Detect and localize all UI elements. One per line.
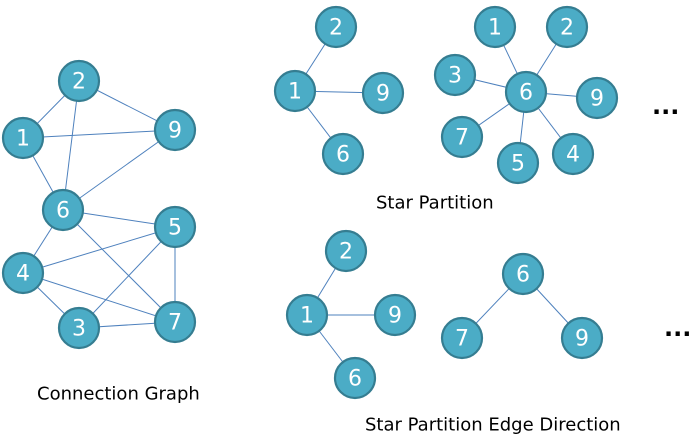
node-circle: [545, 5, 589, 49]
node-circle: [551, 132, 595, 176]
node-circle: [1, 116, 45, 160]
node-label: 6: [516, 263, 530, 288]
nodes-layer: 2 1 9 6 5 4 3 7 2 1 9 6 1 2 3 6 9 7 4 5 2 1 9 6 6 7 9: [1, 5, 619, 400]
node-circle: [57, 59, 101, 103]
node-label: 7: [168, 311, 182, 336]
node-star-partition-6-5: 5: [496, 141, 540, 185]
node-circle: [153, 300, 197, 344]
caption-star-partition-edge-direction: Star Partition Edge Direction: [365, 415, 621, 436]
node-label: 7: [455, 327, 469, 352]
node-label: 1: [288, 80, 302, 105]
node-circle: [473, 5, 517, 49]
node-circle: [273, 69, 317, 113]
node-star-partition-6-9: 9: [575, 76, 619, 120]
node-label: 6: [348, 367, 362, 392]
node-label: 4: [16, 262, 30, 287]
node-circle: [153, 205, 197, 249]
node-circle: [575, 76, 619, 120]
edge-connection-graph-1-9: [22, 129, 176, 139]
edge-connection-graph-4-5: [22, 226, 176, 274]
node-connection-graph-1: 1: [1, 116, 45, 160]
node-connection-graph-9: 9: [153, 108, 197, 152]
node-edge-direction-1-1: 1: [285, 293, 329, 337]
node-circle: [560, 316, 604, 360]
edge-connection-graph-3-5: [78, 226, 176, 329]
node-connection-graph-6: 6: [41, 188, 85, 232]
node-edge-direction-6-6: 6: [501, 252, 545, 296]
node-circle: [433, 53, 477, 97]
node-label: 2: [72, 70, 86, 95]
node-circle: [333, 356, 377, 400]
node-label: 4: [566, 143, 580, 168]
node-label: 2: [560, 16, 574, 41]
node-circle: [321, 132, 365, 176]
caption-star-partition: Star Partition: [376, 193, 494, 214]
node-label: 5: [168, 216, 182, 241]
node-label: 9: [168, 119, 182, 144]
node-circle: [496, 141, 540, 185]
node-connection-graph-2: 2: [57, 59, 101, 103]
node-edge-direction-1-2: 2: [324, 229, 368, 273]
node-label: 6: [56, 199, 70, 224]
node-star-partition-1-2: 2: [314, 5, 358, 49]
node-label: 6: [519, 81, 533, 106]
node-circle: [1, 251, 45, 295]
node-label: 5: [511, 152, 525, 177]
node-star-partition-1-6: 6: [321, 132, 365, 176]
node-circle: [285, 293, 329, 337]
node-circle: [324, 229, 368, 273]
node-label: 1: [16, 127, 30, 152]
node-label: 1: [488, 16, 502, 41]
node-star-partition-1-9: 9: [361, 71, 405, 115]
node-label: 1: [300, 304, 314, 329]
node-circle: [501, 252, 545, 296]
node-circle: [153, 108, 197, 152]
edge-connection-graph-6-9: [62, 129, 176, 211]
node-circle: [314, 5, 358, 49]
node-edge-direction-6-9: 9: [560, 316, 604, 360]
node-label: 9: [575, 327, 589, 352]
node-edge-direction-6-7: 7: [440, 316, 484, 360]
node-star-partition-6-6: 6: [504, 70, 548, 114]
node-star-partition-1-1: 1: [273, 69, 317, 113]
node-label: 3: [448, 64, 462, 89]
node-circle: [504, 70, 548, 114]
node-label: 2: [339, 240, 353, 265]
node-circle: [440, 115, 484, 159]
node-connection-graph-3: 3: [57, 306, 101, 350]
node-label: 3: [72, 317, 86, 342]
edge-connection-graph-4-7: [22, 272, 176, 323]
node-label: 9: [376, 82, 390, 107]
edge-connection-graph-6-7: [62, 209, 176, 323]
node-star-partition-6-1: 1: [473, 5, 517, 49]
node-label: 7: [455, 126, 469, 151]
node-edge-direction-1-6: 6: [333, 356, 377, 400]
ellipsis-edge-direction: ...: [664, 314, 691, 342]
node-edge-direction-1-9: 9: [373, 293, 417, 337]
ellipsis-star-partition: ...: [652, 92, 679, 120]
node-connection-graph-5: 5: [153, 205, 197, 249]
node-star-partition-6-4: 4: [551, 132, 595, 176]
node-connection-graph-7: 7: [153, 300, 197, 344]
node-circle: [57, 306, 101, 350]
node-star-partition-6-7: 7: [440, 115, 484, 159]
node-label: 2: [329, 16, 343, 41]
node-circle: [440, 316, 484, 360]
node-star-partition-6-2: 2: [545, 5, 589, 49]
node-star-partition-6-3: 3: [433, 53, 477, 97]
node-circle: [361, 71, 405, 115]
node-circle: [41, 188, 85, 232]
node-circle: [373, 293, 417, 337]
node-connection-graph-4: 4: [1, 251, 45, 295]
node-label: 6: [336, 143, 350, 168]
node-label: 9: [590, 87, 604, 112]
caption-connection-graph: Connection Graph: [37, 384, 200, 405]
edge-connection-graph-2-6: [62, 80, 80, 211]
node-label: 9: [388, 304, 402, 329]
